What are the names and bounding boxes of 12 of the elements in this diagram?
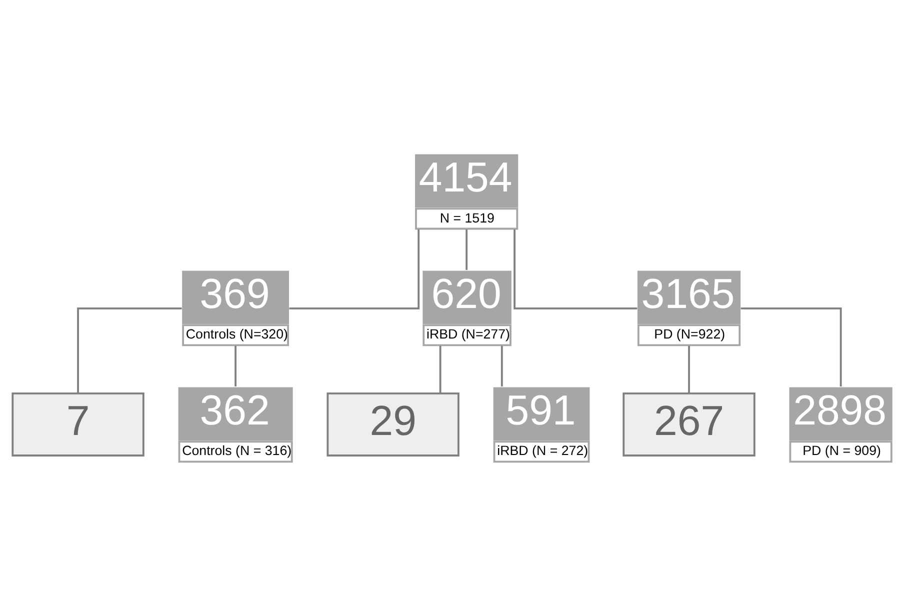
connector	[439, 345, 442, 393]
connector	[234, 345, 236, 386]
connector	[688, 345, 690, 393]
connector	[289, 229, 420, 309]
connector	[514, 229, 638, 309]
connector	[740, 307, 842, 386]
connector	[77, 307, 182, 393]
connector	[466, 228, 468, 270]
node-box: 267	[622, 392, 756, 456]
node-box: 29	[326, 392, 460, 456]
connector	[500, 345, 503, 386]
node-box: 7	[12, 392, 144, 456]
